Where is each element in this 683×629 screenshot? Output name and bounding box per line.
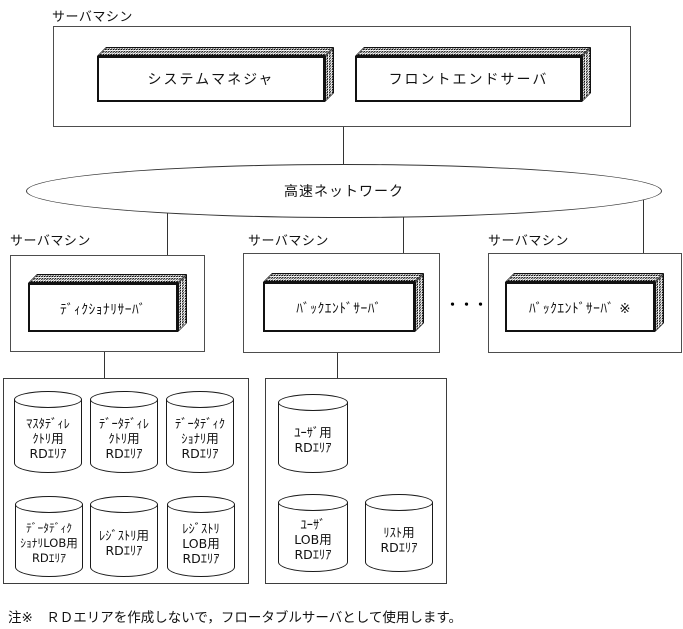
connector-topbox-network	[343, 127, 344, 190]
box-top-face	[28, 274, 187, 283]
cylinder-top	[365, 494, 433, 511]
rd-area-cylinder-data-directory: ﾃﾞｰﾀﾃﾞｨﾚ ｸﾄﾘ用 RDｴﾘｱ	[90, 391, 158, 473]
box-right-face	[178, 274, 187, 332]
box-right-face	[655, 273, 664, 332]
cylinder-body	[167, 504, 235, 577]
cylinder-top	[14, 391, 82, 408]
rd-area-label: ﾃﾞｰﾀﾃﾞｨｸ ｼｮﾅﾘLOB用 RDｴﾘｱ	[20, 520, 78, 565]
connector-network-machine1	[167, 190, 168, 255]
box-top-face	[355, 47, 591, 56]
rd-area-cylinder-data-dictionary-lob: ﾃﾞｰﾀﾃﾞｨｸ ｼｮﾅﾘLOB用 RDｴﾘｱ	[15, 496, 83, 577]
cylinder-body	[90, 399, 158, 473]
cylinder-top	[167, 496, 235, 513]
connector-backend-rdgroup	[337, 331, 338, 378]
system-manager-label: システムマネジャ	[97, 56, 325, 102]
box-top-face	[97, 47, 334, 56]
ellipsis-dots: ・・・	[446, 298, 489, 313]
box-right-face	[325, 47, 334, 102]
rd-area-cylinder-list: ﾘｽﾄ用 RDｴﾘｱ	[365, 494, 433, 572]
backend-server-floatable-label: ﾊﾞｯｸｴﾝﾄﾞｻｰﾊﾞ ※	[505, 282, 655, 332]
cylinder-top	[278, 494, 348, 511]
backend-server-label: ﾊﾞｯｸｴﾝﾄﾞｻｰﾊﾞ	[263, 282, 415, 332]
box-right-face	[582, 47, 591, 102]
server-machine3-label: サーバマシン	[488, 234, 569, 249]
high-speed-network-ellipse: 高速ネットワーク	[26, 164, 662, 218]
footnote-text: 注※ ＲＤエリアを作成しないで，フロータブルサーバとして使用します。	[8, 610, 462, 626]
box-top-face	[263, 273, 424, 282]
rd-area-cylinder-data-dictionary: ﾃﾞｰﾀﾃﾞｨｸ ｼｮﾅﾘ用 RDｴﾘｱ	[166, 391, 234, 473]
rd-area-cylinder-registry: ﾚｼﾞｽﾄﾘ用 RDｴﾘｱ	[90, 496, 158, 577]
box-top-face	[505, 273, 664, 282]
server-machine1-label: サーバマシン	[10, 234, 91, 249]
cylinder-body	[14, 399, 82, 473]
rd-area-cylinder-master-directory: ﾏｽﾀﾃﾞｨﾚ ｸﾄﾘ用 RDｴﾘｱ	[14, 391, 82, 473]
cylinder-top	[15, 496, 83, 513]
front-end-server-label: フロントエンドサーバ	[355, 56, 582, 102]
rd-area-label: ﾃﾞｰﾀﾃﾞｨﾚ ｸﾄﾘ用 RDｴﾘｱ	[98, 416, 149, 461]
cylinder-body	[278, 502, 348, 572]
rd-area-label: ﾚｼﾞｽﾄﾘ用 RDｴﾘｱ	[98, 528, 149, 558]
cylinder-body	[90, 504, 158, 577]
rd-area-label: ﾕｰｻﾞ LOB用 RDｴﾘｱ	[294, 517, 332, 562]
cylinder-top	[90, 391, 158, 408]
top-server-machine-label: サーバマシン	[52, 10, 133, 25]
connector-network-machine3	[643, 190, 644, 254]
rd-area-label: ﾘｽﾄ用 RDｴﾘｱ	[380, 524, 418, 555]
rd-area-label: ﾚｼﾞｽﾄﾘ LOB用 RDｴﾘｱ	[182, 520, 220, 566]
connector-network-machine2	[403, 190, 404, 254]
cylinder-body	[166, 399, 234, 473]
network-label: 高速ネットワーク	[284, 184, 404, 200]
dictionary-server-label: ﾃﾞｨｸｼｮﾅﾘｻｰﾊﾞ	[28, 283, 178, 332]
cylinder-top	[90, 496, 158, 513]
server-machine2-label: サーバマシン	[248, 234, 329, 249]
cylinder-top	[166, 391, 234, 408]
rd-area-cylinder-user-lob: ﾕｰｻﾞ LOB用 RDｴﾘｱ	[278, 494, 348, 572]
cylinder-body	[278, 402, 348, 473]
rd-area-label: ﾏｽﾀﾃﾞｨﾚ ｸﾄﾘ用 RDｴﾘｱ	[26, 416, 70, 461]
rd-area-label: ﾕｰｻﾞ用 RDｴﾘｱ	[294, 425, 332, 455]
connector-dictionary-rdgroup	[104, 331, 105, 378]
rd-area-cylinder-registry-lob: ﾚｼﾞｽﾄﾘ LOB用 RDｴﾘｱ	[167, 496, 235, 577]
cylinder-body	[15, 504, 83, 577]
rd-area-label: ﾃﾞｰﾀﾃﾞｨｸ ｼｮﾅﾘ用 RDｴﾘｱ	[174, 416, 225, 461]
rd-area-cylinder-user: ﾕｰｻﾞ用 RDｴﾘｱ	[278, 394, 348, 473]
box-right-face	[415, 273, 424, 332]
cylinder-top	[278, 394, 348, 411]
cylinder-body	[365, 502, 433, 572]
